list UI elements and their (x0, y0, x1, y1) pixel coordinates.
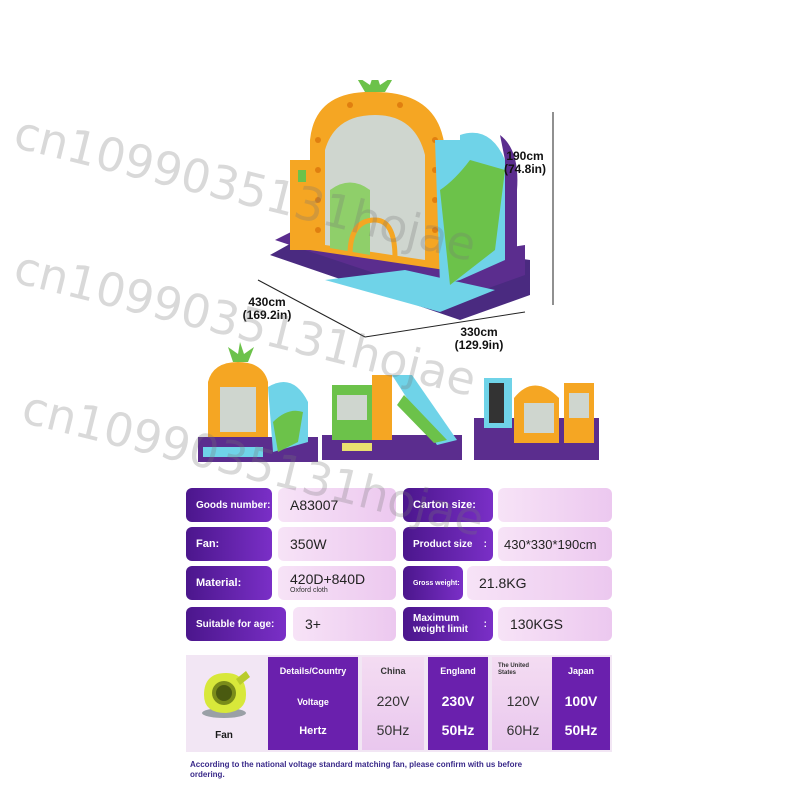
country-column-china: China 220V 50Hz (362, 657, 424, 750)
goods-number-label: Goods number: (186, 488, 272, 522)
country-column-england: England 230V 50Hz (428, 657, 488, 750)
product-size-label: Product size: (403, 527, 493, 561)
width-in: (129.9in) (454, 338, 504, 352)
hertz-value: 50Hz (564, 722, 598, 738)
voltage-value: 230V (441, 693, 475, 709)
blower-fan-icon (202, 671, 250, 718)
gross-weight-label: Gross weight: (403, 566, 463, 600)
hertz-row-label: Hertz (299, 725, 327, 737)
country-column-japan: Japan 100V 50Hz (552, 657, 610, 750)
carton-size-value (498, 488, 612, 522)
material-sub: Oxford cloth (290, 587, 328, 594)
width-cm: 330cm (460, 325, 498, 339)
height-cm: 190cm (506, 149, 544, 163)
bounce-house-illustration (270, 80, 530, 320)
goods-number-value: A83007 (278, 488, 396, 522)
hertz-value: 60Hz (506, 722, 540, 738)
row-header-column: Details/Country Voltage Hertz (268, 657, 358, 750)
country-name: China (380, 666, 406, 676)
voltage-value: 120V (506, 693, 540, 709)
fan-caption: Fan (215, 730, 233, 741)
voltage-note: According to the national voltage standa… (190, 760, 523, 779)
length-cm: 430cm (248, 295, 286, 309)
age-label: Suitable for age: (186, 607, 286, 641)
length-dimension: 430cm (169.2in) (232, 296, 302, 322)
back-view-thumbnail (474, 378, 599, 460)
gross-weight-value: 21.8KG (467, 566, 612, 600)
front-view-thumbnail (198, 342, 318, 462)
height-in: (74.8in) (503, 162, 546, 176)
country-column-united-states: The United States 120V 60Hz (492, 657, 554, 750)
age-value: 3+ (293, 607, 396, 641)
height-dimension: 190cm (74.8in) (500, 150, 550, 176)
width-dimension: 330cm (129.9in) (444, 326, 514, 352)
fan-label: Fan: (186, 527, 272, 561)
carton-size-label: Carton size: (403, 488, 493, 522)
product-size-value: 430*330*190cm (498, 527, 612, 561)
voltage-value: 100V (564, 693, 598, 709)
country-name: Japan (567, 666, 594, 676)
fan-value: 350W (278, 527, 396, 561)
hertz-value: 50Hz (376, 722, 410, 738)
max-weight-value: 130KGS (498, 607, 612, 641)
material-main: 420D+840D (290, 571, 366, 587)
side-view-thumbnail (322, 375, 462, 460)
country-name: England (440, 666, 476, 676)
details-country-header: Details/Country (279, 666, 347, 676)
country-name: The United States (498, 663, 529, 676)
hertz-value: 50Hz (441, 722, 475, 738)
voltage-row-label: Voltage (297, 697, 329, 707)
material-label: Material: (186, 566, 272, 600)
length-in: (169.2in) (242, 308, 292, 322)
voltage-value: 220V (376, 693, 410, 709)
